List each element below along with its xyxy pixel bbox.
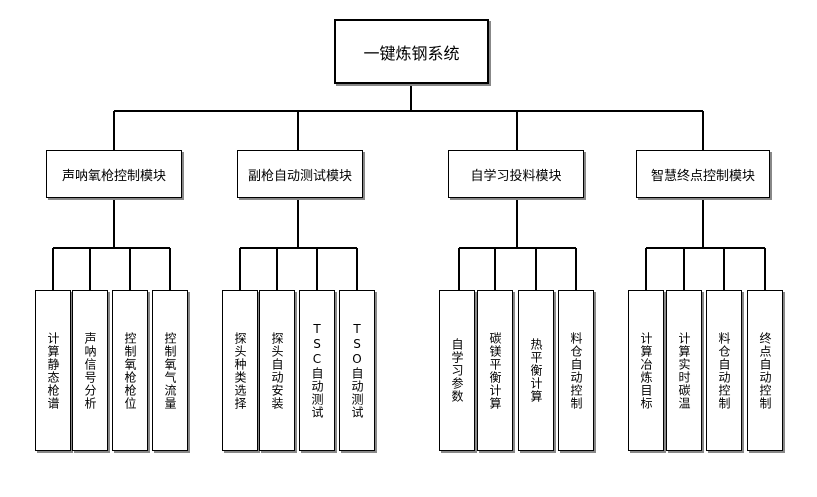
leaf-node: 料仓自动控制 xyxy=(558,290,594,451)
leaf-node: TSC自动测试 xyxy=(299,290,335,451)
leaf-node: 探头种类选择 xyxy=(222,290,258,451)
module-sonar-oxygen-lance: 声呐氧枪控制模块 xyxy=(46,150,182,198)
leaf-node: 料仓自动控制 xyxy=(706,290,742,451)
leaf-node: 控制氧枪枪位 xyxy=(112,290,148,451)
leaf-node: 探头自动安装 xyxy=(259,290,295,451)
leaf-node: 自学习参数 xyxy=(439,290,475,451)
leaf-node: 计算实时碳温 xyxy=(666,290,702,451)
root-node: 一键炼钢系统 xyxy=(334,19,489,84)
leaf-node: 终点自动控制 xyxy=(747,290,783,451)
module-sub-lance-auto-test: 副枪自动测试模块 xyxy=(237,150,363,198)
leaf-node: 控制氧气流量 xyxy=(152,290,188,451)
leaf-node: 热平衡计算 xyxy=(518,290,554,451)
leaf-node: TSO自动测试 xyxy=(339,290,375,451)
leaf-node: 计算冶炼目标 xyxy=(628,290,664,451)
module-smart-endpoint-control: 智慧终点控制模块 xyxy=(636,150,770,198)
module-self-learning-feeding: 自学习投料模块 xyxy=(448,150,584,198)
leaf-node: 声呐信号分析 xyxy=(72,290,108,451)
leaf-node: 计算静态枪谱 xyxy=(35,290,71,451)
leaf-node: 碳镁平衡计算 xyxy=(477,290,513,451)
